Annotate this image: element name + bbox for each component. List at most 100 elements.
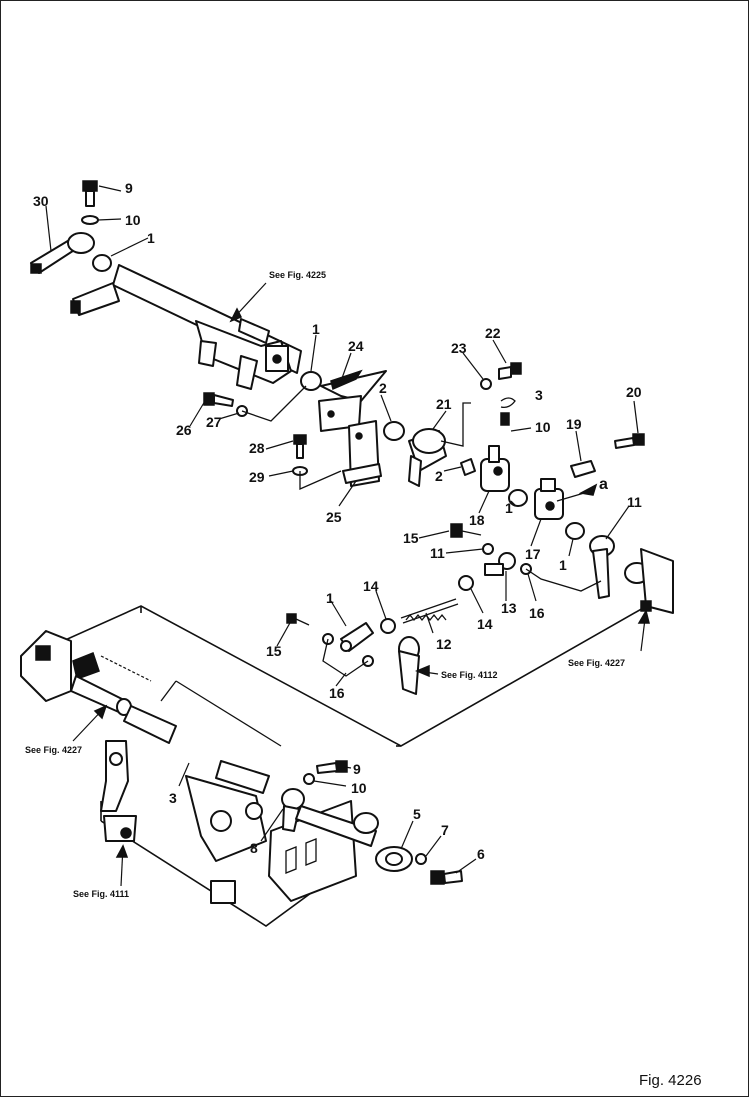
left-housing [20, 630, 100, 702]
ref-fig-4227-left: See Fig. 4227 [25, 745, 82, 755]
callout-27: 27 [206, 414, 222, 430]
figure-label: Fig. 4226 [639, 1072, 702, 1089]
callout-6: 6 [477, 846, 485, 862]
bolt-20 [614, 433, 645, 449]
bushing-1-upper [92, 254, 112, 272]
callout-1: 1 [147, 230, 155, 246]
callout-a: a [599, 476, 608, 493]
callout-12: 12 [436, 636, 452, 652]
washer-7 [415, 853, 427, 865]
callout-25: 25 [326, 509, 342, 525]
callout-18: 18 [469, 512, 485, 528]
lower-bracket-left [100, 740, 137, 842]
bolt-26 [203, 392, 234, 407]
callout-1: 1 [312, 321, 320, 337]
spring-small [500, 397, 516, 426]
callout-22: 22 [485, 325, 501, 341]
bushing-1-right-b [565, 522, 585, 540]
bolt-15-upper [450, 523, 482, 538]
ref-fig-4225: See Fig. 4225 [269, 270, 326, 280]
bolt-9-upper [82, 180, 98, 207]
callout-9: 9 [125, 180, 133, 196]
callout-labels: 30 9 10 1 1 24 2 26 27 28 29 25 23 22 3 … [33, 180, 642, 862]
block-bottom-left [210, 880, 236, 904]
bracket-25 [342, 420, 382, 487]
lever-11-right [589, 535, 615, 599]
callout-13: 13 [501, 600, 517, 616]
callout-19: 19 [566, 416, 582, 432]
callout-1: 1 [326, 590, 334, 606]
callout-3: 3 [169, 790, 177, 806]
callout-30: 30 [33, 193, 49, 209]
callout-10: 10 [351, 780, 367, 796]
bolt-6 [430, 870, 463, 885]
ref-fig-4112: See Fig. 4112 [441, 670, 498, 680]
shaft-bracket [195, 318, 292, 390]
callout-5: 5 [413, 806, 421, 822]
lever-18 [480, 445, 510, 492]
lever-8 [281, 788, 305, 832]
callout-17: 17 [525, 546, 541, 562]
callout-11: 11 [627, 494, 642, 510]
callout-8: 8 [250, 840, 258, 856]
bushing-1-mid [300, 371, 322, 391]
part-2-right [460, 458, 476, 476]
callout-29: 29 [249, 469, 265, 485]
connector-lines-mid [322, 568, 602, 677]
callout-7: 7 [441, 822, 449, 838]
callout-9: 9 [353, 761, 361, 777]
lower-frame-outline [62, 590, 674, 927]
lever-30 [30, 232, 95, 274]
washer-10-lower [303, 773, 315, 785]
lower-rod [70, 655, 152, 716]
callout-23: 23 [451, 340, 467, 356]
callout-24: 24 [348, 338, 364, 354]
lever-17 [534, 478, 564, 520]
callout-20: 20 [626, 384, 642, 400]
link-19 [570, 460, 596, 478]
callout-10: 10 [125, 212, 141, 228]
nut-13 [484, 552, 516, 576]
bolt-22 [498, 362, 522, 380]
pipe-3 [123, 680, 282, 794]
callout-2: 2 [435, 468, 443, 484]
callout-3: 3 [535, 387, 543, 403]
washer-11-mid [482, 543, 494, 555]
right-end-bracket [624, 548, 674, 614]
callout-26: 26 [176, 422, 192, 438]
leader-lines [45, 185, 650, 887]
lower-center-block [185, 775, 267, 862]
bracket-21 [408, 402, 471, 487]
callout-1: 1 [505, 500, 513, 516]
lower-shaft [295, 805, 379, 847]
callout-10: 10 [535, 419, 551, 435]
callout-14: 14 [363, 578, 379, 594]
link-1-left [340, 622, 374, 652]
ref-fig-4111: See Fig. 4111 [73, 889, 129, 899]
bolt-9-lower [316, 760, 348, 774]
bolt-28 [293, 434, 307, 459]
callout-28: 28 [249, 440, 265, 456]
bolt-15-lower [286, 613, 310, 626]
bushing-1-right-a [508, 489, 528, 507]
washer-10-upper [81, 215, 99, 225]
reference-labels: See Fig. 4225 See Fig. 4112 See Fig. 422… [25, 270, 625, 899]
nut-14-right [458, 575, 474, 591]
bushing-2-mid [383, 421, 405, 441]
callout-15: 15 [266, 643, 282, 659]
callout-16: 16 [529, 605, 545, 621]
flange-5 [375, 846, 413, 872]
nut-14-left [380, 618, 396, 634]
rod-12 [400, 598, 459, 624]
callout-16: 16 [329, 685, 345, 701]
callout-21: 21 [436, 396, 452, 412]
lever-24 [320, 369, 387, 402]
callout-11: 11 [430, 545, 445, 561]
connector-lines-upper [241, 385, 342, 490]
bracket-4112 [398, 636, 420, 695]
washer-23 [480, 378, 492, 390]
callout-2: 2 [379, 380, 387, 396]
ref-fig-4227-right: See Fig. 4227 [568, 658, 625, 668]
